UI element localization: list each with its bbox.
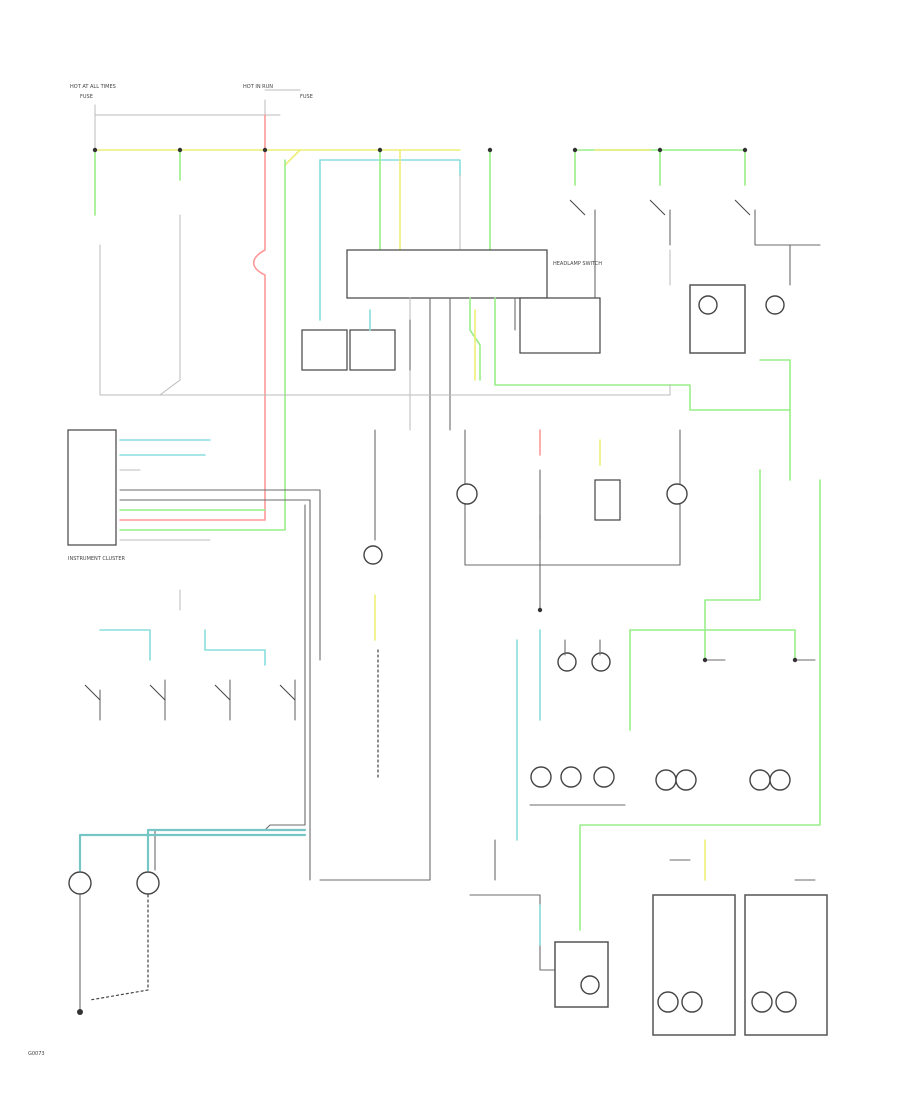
instrument-cluster-leads [119, 439, 321, 881]
fuse-label-fuse-b: FUSE [300, 94, 313, 100]
fuse-label-hot-at-all-times: HOT AT ALL TIMES [70, 84, 116, 90]
right-mid-lamps [655, 659, 816, 791]
junction-dots [92, 147, 798, 663]
lower-mid-lamps [516, 629, 626, 841]
tail-lamp-left [652, 894, 736, 1036]
front-lamp-left [68, 871, 92, 895]
ground-return-loop [99, 244, 671, 396]
instrument-cluster-label: INSTRUMENT CLUSTER [68, 556, 126, 562]
page-code: G0073 [28, 1051, 45, 1057]
hazard-flasher [554, 941, 609, 1008]
lamp-right-center [666, 483, 688, 505]
instrument-cluster [67, 429, 117, 546]
hazard-flasher-group [469, 839, 609, 1008]
lamp-left-center [456, 483, 478, 505]
red-feed-wire [119, 114, 266, 521]
fuse-feed-lines: HOT AT ALL TIMES HOT IN RUN FUSE FUSE [70, 84, 313, 151]
center-lamp-group [456, 429, 688, 611]
headlamp-switch-leads [319, 297, 791, 881]
tail-lamp-housings [652, 839, 828, 1036]
headlamp-switch-label: HEADLAMP SWITCH [553, 261, 602, 267]
fuse-label-fuse-a: FUSE [80, 94, 93, 100]
front-lamps [68, 828, 307, 1015]
rear-lamp-housing [689, 284, 746, 354]
cluster-illumination [363, 429, 383, 781]
top-right-switch-bank [569, 149, 821, 301]
main-feed-bus [94, 149, 491, 531]
headlamp-switch [346, 249, 548, 299]
right-feed-runs [579, 359, 821, 931]
fuse-label-hot-in-run: HOT IN RUN [243, 84, 273, 90]
front-lamp-right [136, 871, 160, 895]
left-lower-switches [84, 589, 296, 721]
courtesy-switches [301, 309, 411, 371]
tail-lamp-right [744, 894, 828, 1036]
